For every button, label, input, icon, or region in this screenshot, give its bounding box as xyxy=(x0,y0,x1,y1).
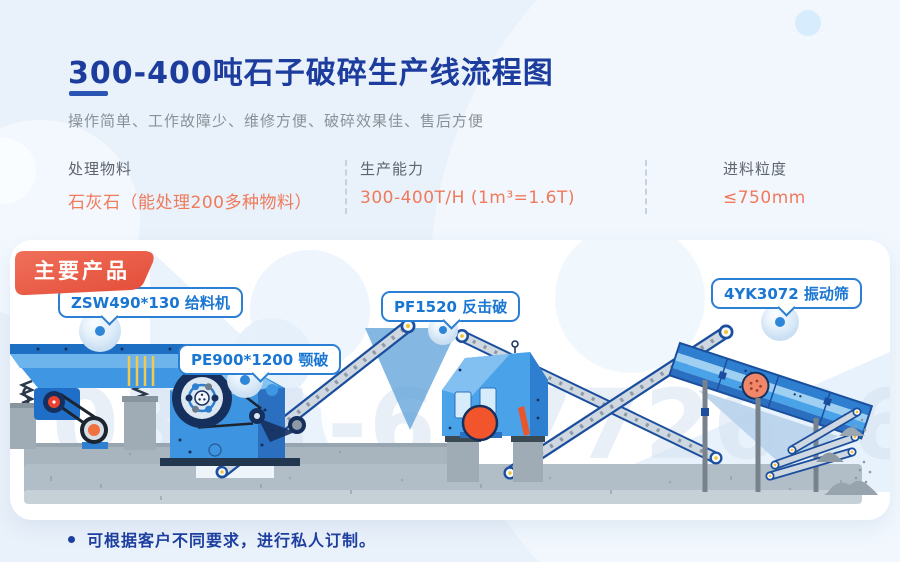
spec-feedsize-label: 进料粒度 xyxy=(723,160,788,178)
footer-note: 可根据客户不同要求，进行私人订制。 xyxy=(68,527,376,551)
footer-note-text: 可根据客户不同要求，进行私人订制。 xyxy=(87,531,377,550)
spec-capacity-label: 生产能力 xyxy=(360,160,425,178)
spec-material-value: 石灰石（能处理200多种物料） xyxy=(68,193,312,213)
bubble-dot xyxy=(775,317,785,327)
spec-divider xyxy=(345,160,347,214)
spec-material: 处理物料 石灰石（能处理200多种物料） xyxy=(68,158,312,213)
badge-ribbon xyxy=(15,251,154,296)
specs-row: 处理物料 石灰石（能处理200多种物料） 生产能力 300-400T/H (1m… xyxy=(0,158,900,220)
spec-feedsize: 进料粒度 ≤750mm xyxy=(723,158,806,208)
material-piles xyxy=(816,418,878,495)
spec-capacity: 生产能力 300-400T/H (1m³=1.6T) xyxy=(360,158,575,208)
spec-capacity-value: 300-400T/H (1m³=1.6T) xyxy=(360,188,575,208)
equipment-label-impact-text: PF1520 反击破 xyxy=(394,298,508,316)
page-title: 300-400吨石子破碎生产线流程图 xyxy=(68,56,554,91)
equipment-label-jaw-crusher: PE900*1200 颚破 xyxy=(178,344,342,383)
decor-blue-dot xyxy=(266,384,278,396)
bubble-dot xyxy=(240,375,250,385)
spec-feedsize-value: ≤750mm xyxy=(723,188,806,208)
production-line-illustration: 0371-67772626 xyxy=(10,240,890,504)
equipment-label-screen-text: 4YK3072 振动筛 xyxy=(724,285,849,303)
bubble-dot xyxy=(95,326,105,336)
title-underline xyxy=(69,91,108,96)
bubble-dot xyxy=(439,326,447,334)
main-products-card: 0371-67772626 xyxy=(10,240,890,520)
spec-divider xyxy=(645,160,647,214)
feed-funnel xyxy=(365,328,458,430)
bullet-icon xyxy=(68,535,75,543)
equipment-label-feeder-text: ZSW490*130 给料机 xyxy=(71,294,230,312)
equipment-label-impact-crusher: PF1520 反击破 xyxy=(381,291,521,330)
spec-material-label: 处理物料 xyxy=(68,160,133,178)
feeder-machine xyxy=(10,344,216,450)
page-subtitle: 操作简单、工作故障少、维修方便、破碎效果佳、售后方便 xyxy=(68,112,485,130)
badge-label: 主要产品 xyxy=(34,259,130,283)
main-products-badge: 主要产品 xyxy=(10,246,160,300)
impact-crusher-machine xyxy=(442,340,548,482)
bg-circle-dot xyxy=(795,10,821,36)
equipment-label-jaw-text: PE900*1200 颚破 xyxy=(191,351,329,369)
output-conveyors xyxy=(765,407,862,481)
equipment-label-feeder: ZSW490*130 给料机 xyxy=(58,287,243,326)
equipment-label-vibrating-screen: 4YK3072 振动筛 xyxy=(711,278,862,317)
